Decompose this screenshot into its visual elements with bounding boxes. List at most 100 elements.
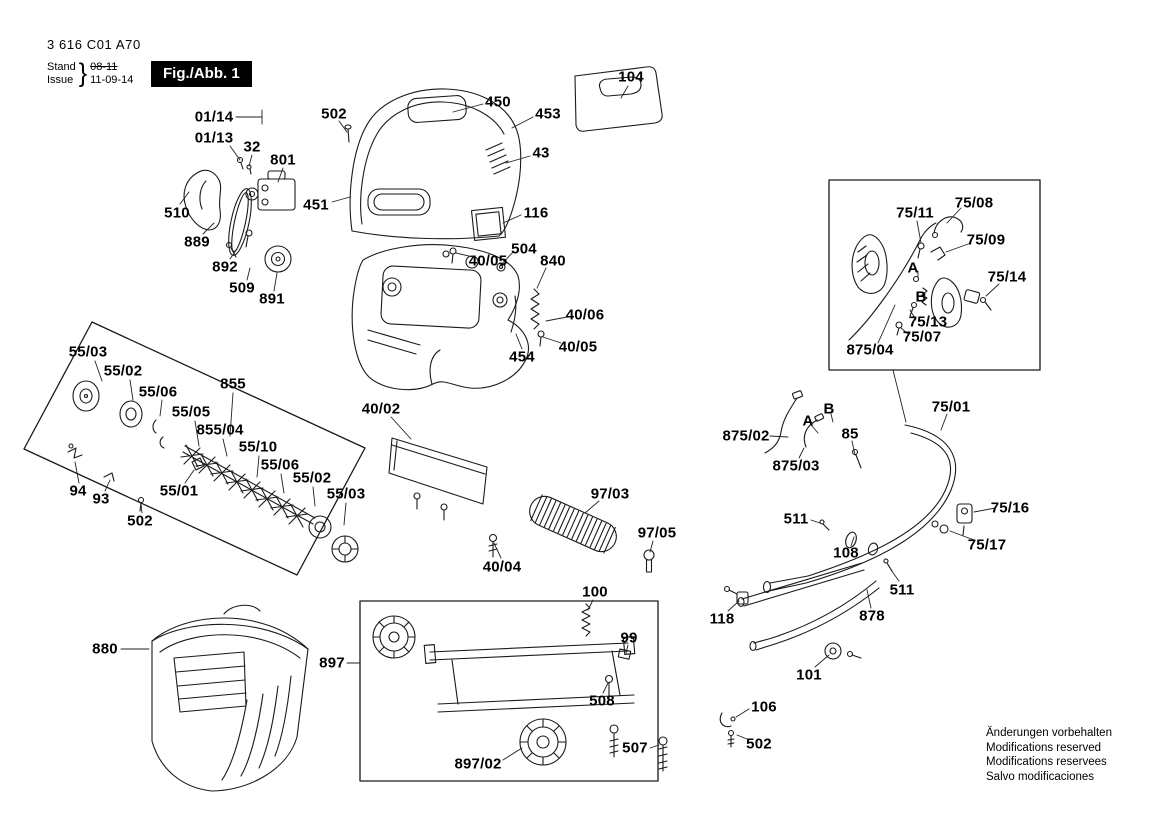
part-label-801: 801 bbox=[270, 151, 296, 169]
part-label-889: 889 bbox=[184, 233, 210, 251]
leader-line bbox=[502, 747, 523, 761]
part-label-454: 454 bbox=[509, 348, 535, 366]
leader-line bbox=[140, 503, 143, 514]
leader-line bbox=[390, 416, 412, 440]
part-label-99: 99 bbox=[620, 629, 638, 647]
leader-line bbox=[455, 252, 474, 258]
part-label-855: 855 bbox=[220, 375, 246, 393]
leader-line bbox=[587, 599, 594, 611]
leader-line bbox=[649, 540, 654, 553]
part-label-75-13: 75/13 bbox=[908, 313, 948, 331]
leader-line bbox=[625, 644, 629, 654]
leader-line bbox=[94, 360, 103, 382]
leader-line bbox=[511, 116, 534, 129]
part-label-75-16: 75/16 bbox=[990, 499, 1030, 517]
part-label-40-05: 40/05 bbox=[558, 338, 598, 356]
leader-line bbox=[343, 502, 347, 526]
part-label-55-10: 55/10 bbox=[238, 438, 278, 456]
part-label-450: 450 bbox=[485, 93, 511, 111]
part-label-75-14: 75/14 bbox=[987, 268, 1027, 286]
part-label-502: 502 bbox=[746, 735, 772, 753]
issue-date: 11-09-14 bbox=[90, 73, 134, 86]
part-label-40-06: 40/06 bbox=[565, 306, 605, 324]
part-label-75-07: 75/07 bbox=[902, 328, 942, 346]
leader-line bbox=[74, 461, 80, 484]
leader-line bbox=[851, 440, 856, 456]
leader-line bbox=[104, 479, 111, 492]
part-label-118: 118 bbox=[709, 610, 735, 628]
leader-line bbox=[505, 155, 531, 164]
leader-line bbox=[830, 413, 834, 423]
part-label-840: 840 bbox=[540, 252, 566, 270]
part-label-875-04: 875/04 bbox=[846, 341, 894, 359]
part-label-a: A bbox=[907, 259, 919, 277]
leader-line bbox=[602, 682, 609, 694]
leader-line bbox=[277, 167, 284, 183]
leader-line bbox=[649, 744, 660, 749]
part-label-897-02: 897/02 bbox=[454, 755, 502, 773]
leader-line bbox=[194, 420, 200, 447]
leader-line bbox=[515, 333, 523, 350]
part-label-855-04: 855/04 bbox=[196, 421, 244, 439]
part-label-875-02: 875/02 bbox=[722, 427, 770, 445]
part-label-510: 510 bbox=[164, 204, 190, 222]
part-label-508: 508 bbox=[589, 692, 615, 710]
part-label-55-06: 55/06 bbox=[260, 456, 300, 474]
part-label-875-03: 875/03 bbox=[772, 457, 820, 475]
leader-line bbox=[736, 734, 748, 740]
leader-line bbox=[256, 455, 260, 478]
issue-label: Issue bbox=[47, 73, 74, 86]
part-label-55-01: 55/01 bbox=[159, 482, 199, 500]
revision-block: Stand Issue } 08-11 11-09-14 bbox=[47, 58, 134, 88]
part-label-511: 511 bbox=[889, 581, 915, 599]
part-label-43: 43 bbox=[532, 144, 550, 162]
part-label-94: 94 bbox=[69, 482, 87, 500]
part-label-32: 32 bbox=[243, 138, 261, 156]
part-label-504: 504 bbox=[511, 240, 537, 258]
document-number: 3 616 C01 A70 bbox=[47, 37, 141, 52]
leader-line bbox=[202, 222, 215, 235]
part-label-101: 101 bbox=[796, 666, 822, 684]
leader-line bbox=[184, 469, 195, 484]
leader-line bbox=[536, 267, 547, 289]
part-label-a: A bbox=[802, 412, 814, 430]
stand-label: Stand bbox=[47, 60, 76, 73]
part-label-106: 106 bbox=[751, 698, 777, 716]
leader-line bbox=[229, 392, 234, 437]
part-label-878: 878 bbox=[859, 607, 885, 625]
stand-date: 08-11 bbox=[90, 60, 118, 73]
leader-line bbox=[900, 327, 909, 335]
leader-line bbox=[331, 196, 351, 203]
part-label-451: 451 bbox=[303, 196, 329, 214]
part-label-55-03: 55/03 bbox=[326, 485, 366, 503]
part-label-75-01: 75/01 bbox=[931, 398, 971, 416]
part-label-55-05: 55/05 bbox=[171, 403, 211, 421]
leader-line bbox=[769, 435, 789, 438]
part-label-507: 507 bbox=[622, 739, 648, 757]
part-label-502: 502 bbox=[127, 512, 153, 530]
leader-line bbox=[892, 369, 907, 423]
leader-line bbox=[129, 379, 134, 401]
part-label-880: 880 bbox=[92, 640, 118, 658]
leader-line bbox=[248, 154, 253, 167]
leader-line bbox=[909, 309, 917, 321]
rear-baffle-drawing bbox=[388, 437, 498, 558]
leader-line bbox=[916, 220, 922, 244]
modification-note: Änderungen vorbehalten bbox=[986, 727, 1112, 739]
part-label-502: 502 bbox=[321, 105, 347, 123]
figure-label: Fig./Abb. 1 bbox=[151, 61, 252, 87]
wheel-frame-drawing bbox=[359, 600, 668, 782]
part-label-75-17: 75/17 bbox=[967, 536, 1007, 554]
leader-line bbox=[502, 214, 522, 224]
leader-line bbox=[500, 251, 514, 266]
leader-line bbox=[735, 708, 750, 718]
leader-line bbox=[222, 438, 228, 457]
part-label-55-02: 55/02 bbox=[292, 469, 332, 487]
leader-line bbox=[246, 267, 251, 281]
leader-line bbox=[584, 500, 600, 514]
part-label-897: 897 bbox=[319, 654, 345, 672]
access-panel-drawing bbox=[574, 66, 663, 132]
part-label-509: 509 bbox=[229, 279, 255, 297]
